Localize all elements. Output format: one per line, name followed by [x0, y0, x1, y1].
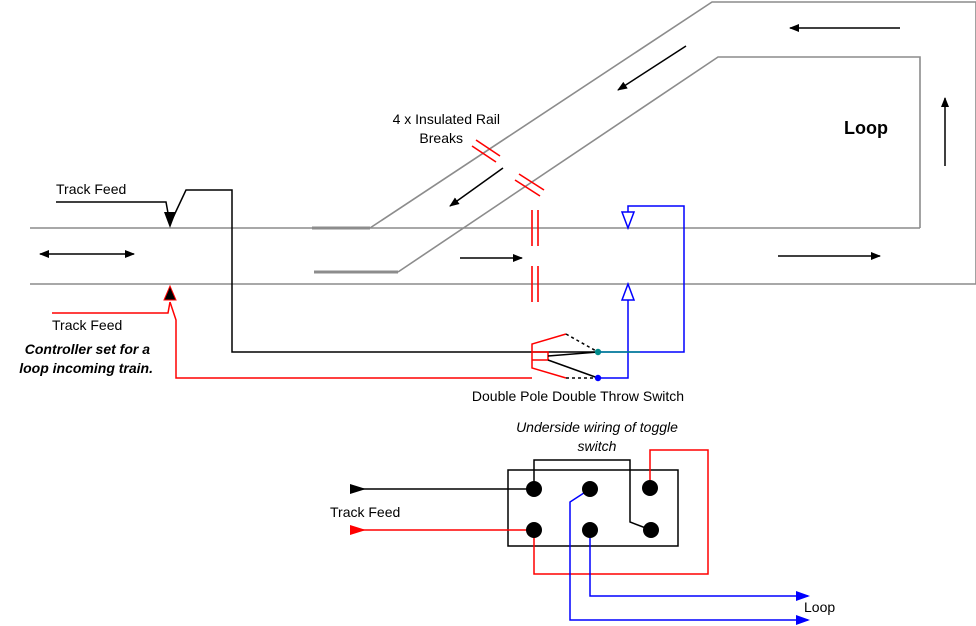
toggle-black-arrowhead — [350, 484, 366, 494]
rail-break-2 — [514, 173, 545, 197]
controller-label-1: Controller set for a — [25, 341, 150, 357]
toggle-wiring — [350, 449, 808, 621]
terminal-5 — [582, 522, 598, 538]
rail-breaks-label-1: 4 x Insulated Rail — [393, 111, 500, 127]
track-layout — [30, 1, 976, 285]
track-feed-label-red: Track Feed — [52, 317, 122, 333]
dpdt-terminal-bottom — [594, 374, 602, 382]
blue-arrowhead-up — [620, 281, 636, 301]
arrow-diagonal-lower — [449, 167, 504, 207]
terminal-6 — [643, 522, 659, 538]
red-feed-wire — [52, 301, 532, 379]
rail-breaks — [471, 139, 545, 302]
toggle-blue-arrowhead-2 — [796, 615, 810, 625]
underside-label-2: switch — [578, 438, 617, 454]
red-feed-arrowhead — [163, 284, 177, 301]
track-feed-label-top: Track Feed — [56, 181, 126, 197]
loop-label: Loop — [844, 118, 888, 138]
controller-label-2: loop incoming train. — [19, 360, 153, 376]
toggle-blue-arrowhead-1 — [796, 591, 810, 601]
rail-break-4 — [531, 266, 539, 302]
rail-breaks-label-2: Breaks — [419, 130, 463, 146]
loop-rail-inner — [397, 56, 921, 273]
rail-break-1 — [471, 139, 501, 163]
black-feed-arrowhead — [164, 212, 176, 228]
loop-rail-outer — [369, 1, 976, 284]
terminal-1 — [526, 481, 542, 497]
toggle-red-arrowhead — [350, 525, 366, 535]
arrow-diagonal-upper — [617, 45, 687, 91]
underside-label-1: Underside wiring of toggle — [516, 419, 678, 435]
track-feed-label-bottom: Track Feed — [330, 504, 400, 520]
dpdt-terminal-top — [594, 348, 602, 356]
terminal-4 — [526, 522, 542, 538]
toggle-terminals — [526, 480, 659, 538]
dpdt-switch-symbol — [531, 333, 599, 379]
rail-break-3 — [531, 210, 539, 246]
dpdt-switch-label: Double Pole Double Throw Switch — [472, 388, 684, 404]
terminal-2 — [582, 481, 598, 497]
terminal-3 — [642, 480, 658, 496]
blue-arrowhead-down — [620, 211, 636, 231]
loop-label-bottom: Loop — [804, 599, 835, 615]
toggle-switch-body — [507, 469, 679, 547]
direction-arrows — [39, 24, 949, 262]
